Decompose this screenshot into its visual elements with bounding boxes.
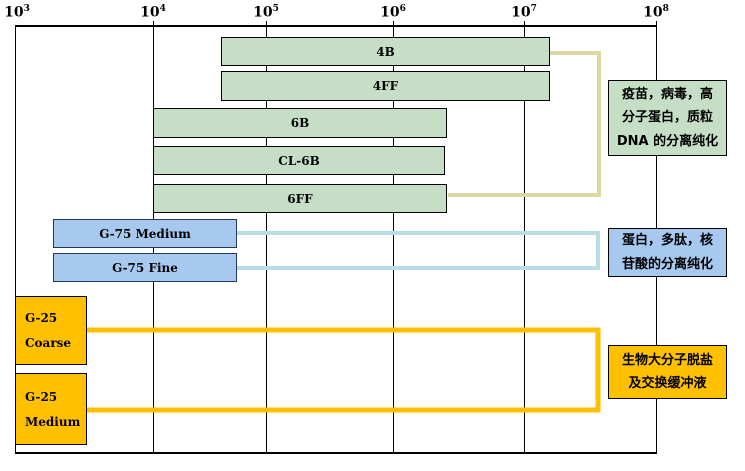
axis-tick-10e4: 104 [138,4,168,21]
g25-coarse-line1: G-25 [25,311,58,325]
tick-base: 10 [4,4,24,21]
tick-exponent: 7 [530,4,537,14]
gridline-10e5 [266,18,267,453]
tick-base: 10 [380,4,400,21]
connector-yellow-group [86,327,601,413]
bar-g25-coarse: G-25 Coarse [15,296,87,365]
tick-exponent: 3 [23,4,30,14]
bar-cl-6b: CL-6B [153,146,445,175]
tick-exponent: 8 [662,4,669,14]
tick-base: 10 [140,4,160,21]
bar-6ff: 6FF [153,184,447,213]
connector-green-group [448,51,601,197]
note-yellow-line2: 及交换缓冲液 [628,376,707,391]
bar-6b: 6B [153,108,447,138]
axis-tick-10e6: 106 [378,4,408,21]
tick-base: 10 [511,4,531,21]
axis-tick-10e3: 103 [2,4,32,21]
bottom-axis-line [15,452,657,454]
tick-base: 10 [643,4,663,21]
bar-4b: 4B [221,37,550,66]
g25-medium-line2: Medium [25,414,81,429]
axis-tick-10e8: 108 [641,4,671,21]
note-yellow-line1: 生物大分子脱盐 [621,352,713,368]
bar-g75-medium: G-75 Medium [53,219,237,248]
bar-g25-medium: G-25 Medium [15,373,87,445]
tick-base: 10 [253,4,273,21]
axis-tick-10e7: 107 [509,4,539,21]
g25-medium-line1: G-25 [25,389,58,404]
tick-exponent: 6 [399,4,406,14]
note-yellow-applications: 生物大分子脱盐 及交换缓冲液 [608,345,727,399]
note-blue-line1: 蛋白，多肽，核 [621,233,713,249]
tick-exponent: 5 [272,4,279,14]
connector-blue-group [236,231,600,270]
gridline-10e6 [393,18,394,453]
note-green-line3: DNA 的分离纯化 [616,133,719,149]
axis-tick-10e5: 105 [251,4,281,21]
bar-g75-fine: G-75 Fine [53,253,237,282]
note-green-line1: 疫苗，病毒，高 [621,86,713,102]
top-axis-line [15,25,657,27]
g25-coarse-line2: Coarse [25,336,72,350]
gridline-10e3-left-axis [15,25,16,453]
note-blue-applications: 蛋白，多肽，核 苷酸的分离纯化 [608,228,727,277]
gridline-10e7 [524,18,525,453]
note-blue-line2: 苷酸的分离纯化 [621,256,713,272]
note-green-line2: 分子蛋白，质粒 [621,110,713,126]
note-green-applications: 疫苗，病毒，高 分子蛋白，质粒 DNA 的分离纯化 [608,80,727,156]
bar-4ff: 4FF [221,71,550,101]
tick-exponent: 4 [159,4,166,14]
